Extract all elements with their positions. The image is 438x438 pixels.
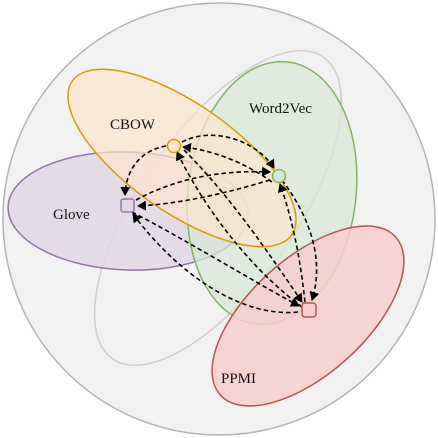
cbow-node xyxy=(166,138,182,154)
edge-glove-to-ppmi xyxy=(131,211,300,307)
edges xyxy=(120,134,320,314)
edge-ppmi-to-cbow xyxy=(175,151,303,308)
edge-ppmi-to-word2vec xyxy=(277,183,306,303)
glove-node xyxy=(120,198,135,213)
edge-word2vec-to-glove xyxy=(137,179,271,211)
edge-cbow-to-ppmi xyxy=(183,149,303,303)
ppmi-node xyxy=(301,302,317,318)
glove-label: Glove xyxy=(53,207,90,223)
ppmi-label: PPMI xyxy=(221,371,256,387)
edge-cbow-to-word2vec xyxy=(181,134,275,169)
edge-ppmi-to-glove xyxy=(132,213,299,314)
cbow-label: CBOW xyxy=(110,117,156,133)
edge-cbow-to-glove xyxy=(120,145,167,196)
edge-glove-to-word2vec xyxy=(135,166,271,201)
word2vec-label: Word2Vec xyxy=(249,101,312,117)
edge-word2vec-to-ppmi xyxy=(281,179,320,301)
word2vec-node xyxy=(271,168,287,184)
